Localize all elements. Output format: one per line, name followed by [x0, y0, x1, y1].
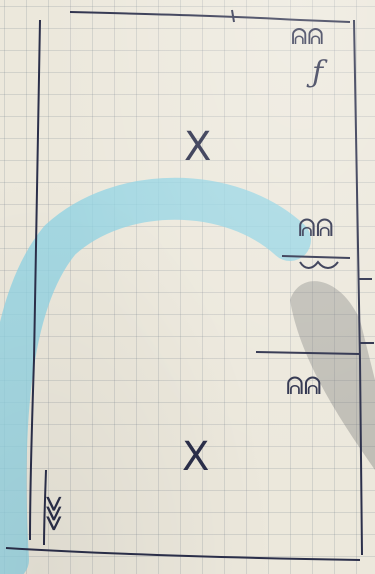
bottom-left-stroke	[43, 469, 47, 546]
bottom-left-glyph: ⋘	[39, 495, 69, 532]
right-mid-line	[281, 255, 351, 259]
upper-x-mark: X	[184, 124, 211, 170]
frame-right-edge	[353, 19, 363, 556]
top-right-glyph: ᕱᕱ	[291, 25, 324, 50]
cyan-arc	[0, 177, 311, 574]
frame-bottom-edge	[5, 547, 361, 561]
frame-top-edge	[69, 11, 351, 23]
mid-squiggle	[299, 260, 339, 269]
frame-left-edge	[29, 19, 41, 541]
right-lower-glyph: ᕱᕱ	[286, 372, 322, 400]
shadow-blob	[290, 281, 375, 470]
top-right-sub: ƒ	[306, 55, 328, 90]
lower-x-mark: X	[182, 434, 209, 480]
right-mid-glyph: ᕱᕱ	[298, 214, 334, 242]
right-lower-line	[255, 351, 361, 355]
top-tick	[231, 9, 235, 23]
